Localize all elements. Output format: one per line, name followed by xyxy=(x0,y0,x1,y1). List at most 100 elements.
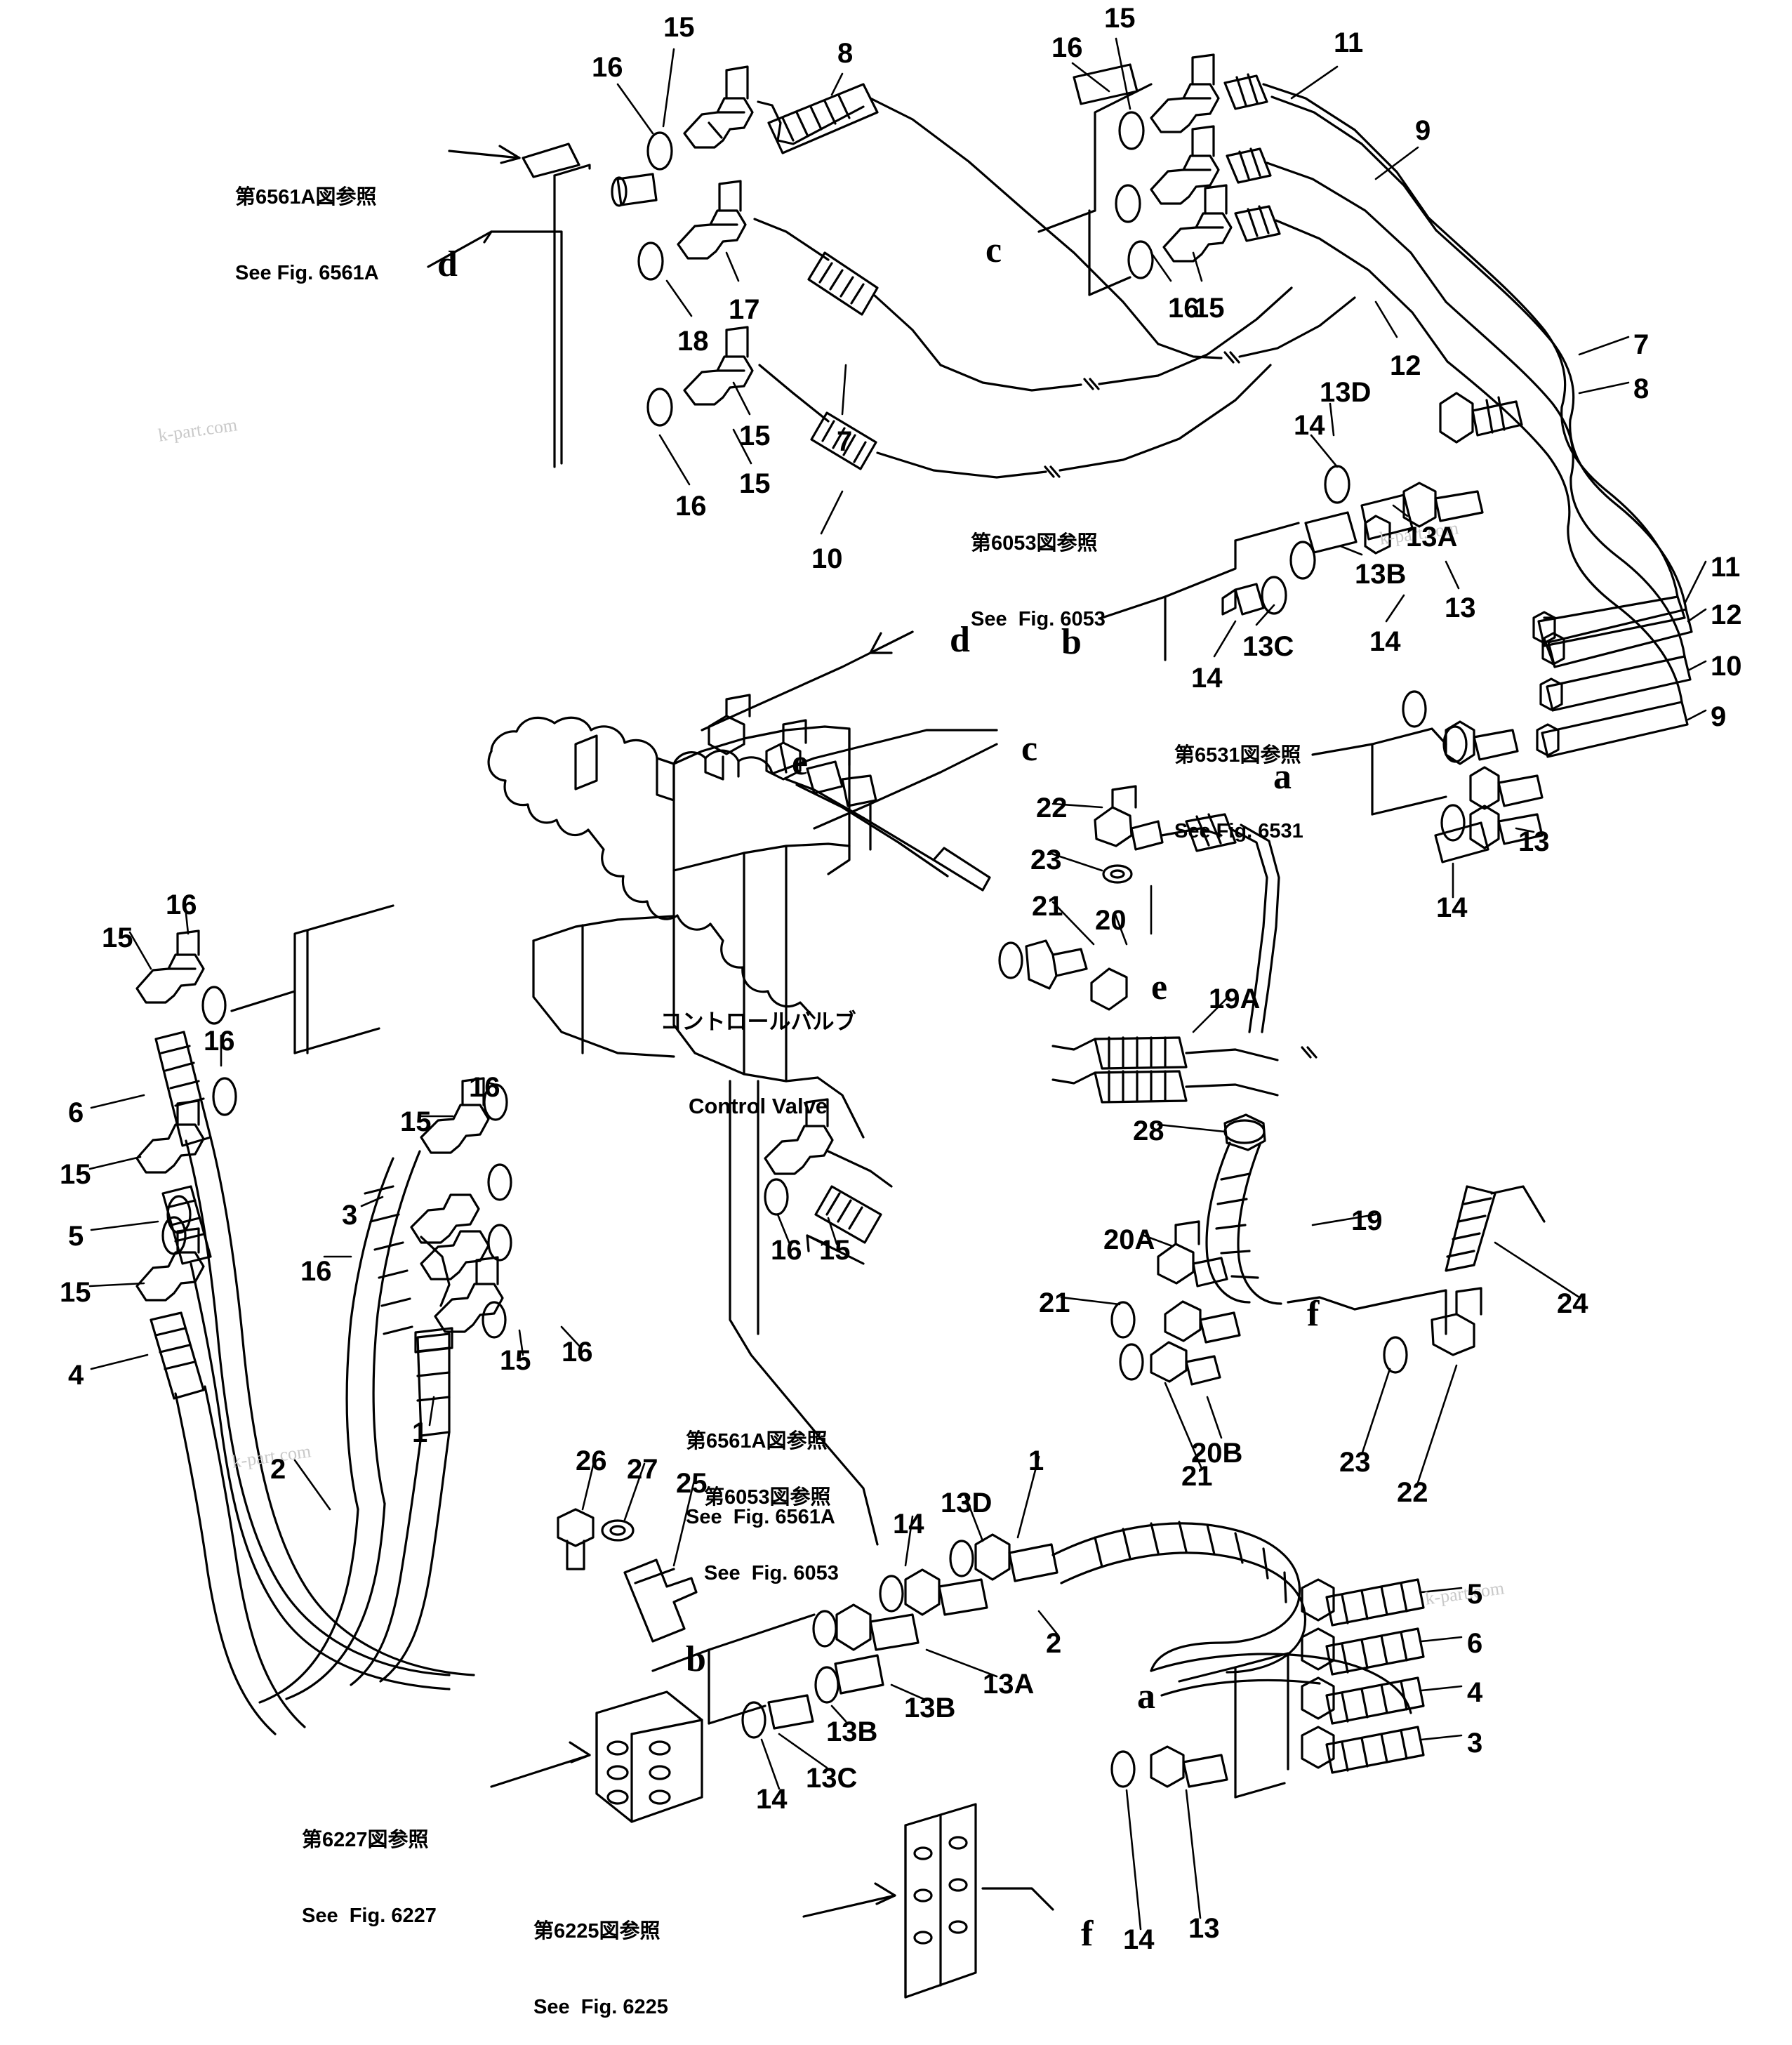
callout-15: 15 xyxy=(60,1159,91,1190)
figure-ref-6561a-mid: 第6561A図参照 See Fig. 6561A xyxy=(686,1377,835,1581)
callout-15: 15 xyxy=(739,421,771,451)
callout-25: 25 xyxy=(676,1468,708,1499)
callout-d: d xyxy=(950,620,970,660)
callout-14: 14 xyxy=(1123,1924,1155,1955)
callout-21: 21 xyxy=(1039,1288,1070,1318)
figure-ref-6531: 第6531図参照 See Fig. 6531 xyxy=(1174,691,1303,895)
figure-ref-6227: 第6227図参照 See Fig. 6227 xyxy=(302,1776,437,1980)
callout-12: 12 xyxy=(1390,350,1421,381)
callout-16: 16 xyxy=(592,52,623,83)
callout-15: 15 xyxy=(663,12,695,43)
figure-ref-en: See Fig. 6053 xyxy=(704,1562,839,1585)
callout-19: 19 xyxy=(1351,1205,1383,1236)
callout-1: 1 xyxy=(1028,1445,1044,1476)
figure-ref-6561a-top: 第6561A図参照 See Fig. 6561A xyxy=(235,133,379,337)
callout-13: 13 xyxy=(1518,826,1550,857)
callout-15: 15 xyxy=(739,468,771,499)
callout-16: 16 xyxy=(469,1072,500,1103)
callout-b: b xyxy=(686,1639,706,1679)
callout-16: 16 xyxy=(204,1026,235,1057)
callout-13d: 13D xyxy=(941,1488,993,1518)
callout-27: 27 xyxy=(627,1454,658,1485)
callout-13a: 13A xyxy=(1406,522,1458,552)
callout-14: 14 xyxy=(756,1784,788,1815)
callout-13b: 13B xyxy=(826,1716,878,1747)
figure-ref-en: See Fig. 6053 xyxy=(971,608,1106,631)
callout-11: 11 xyxy=(1334,27,1364,58)
callout-19a: 19A xyxy=(1209,984,1261,1014)
callout-24: 24 xyxy=(1557,1288,1588,1319)
callout-15: 15 xyxy=(60,1277,91,1308)
callout-15: 15 xyxy=(1193,293,1225,324)
callout-f: f xyxy=(1307,1294,1320,1334)
callout-10: 10 xyxy=(1711,651,1742,682)
callout-13: 13 xyxy=(1445,593,1476,623)
callout-22: 22 xyxy=(1397,1477,1428,1508)
figure-ref-6225: 第6225図参照 See Fig. 6225 xyxy=(533,1867,668,2045)
callout-7: 7 xyxy=(837,426,853,457)
figure-ref-6053-top: 第6053図参照 See Fig. 6053 xyxy=(971,479,1106,683)
callout-8: 8 xyxy=(837,38,854,69)
callout-20b: 20B xyxy=(1191,1438,1243,1469)
callout-13: 13 xyxy=(1188,1913,1220,1944)
callout-a: a xyxy=(1137,1676,1155,1716)
callout-14: 14 xyxy=(1294,410,1325,441)
callout-10: 10 xyxy=(811,543,843,574)
callout-21: 21 xyxy=(1181,1461,1213,1492)
callout-13d: 13D xyxy=(1320,377,1372,408)
control-valve-label-en: Control Valve xyxy=(688,1094,828,1119)
callout-6: 6 xyxy=(68,1097,84,1128)
callout-20a: 20A xyxy=(1103,1224,1155,1255)
callout-16: 16 xyxy=(1168,293,1200,324)
callout-13c: 13C xyxy=(1242,631,1294,662)
callout-12: 12 xyxy=(1711,600,1742,630)
control-valve-label: コントロールバルブ Control Valve xyxy=(653,951,863,1177)
callout-1: 1 xyxy=(412,1417,428,1448)
callout-14: 14 xyxy=(1191,663,1223,694)
callout-5: 5 xyxy=(1467,1579,1483,1610)
callout-3: 3 xyxy=(342,1200,358,1231)
callout-26: 26 xyxy=(576,1445,607,1476)
callout-14: 14 xyxy=(893,1509,924,1540)
figure-ref-en: See Fig. 6531 xyxy=(1174,820,1303,843)
callout-e: e xyxy=(792,743,809,783)
figure-ref-jp: 第6225図参照 xyxy=(533,1919,661,1943)
callout-13c: 13C xyxy=(806,1763,858,1794)
callout-14: 14 xyxy=(1369,626,1401,657)
callout-16: 16 xyxy=(675,491,707,522)
callout-c: c xyxy=(1021,729,1038,769)
callout-20: 20 xyxy=(1095,905,1127,936)
callout-6: 6 xyxy=(1467,1628,1483,1659)
callout-11: 11 xyxy=(1711,552,1741,583)
callout-21: 21 xyxy=(1032,891,1063,922)
callout-23: 23 xyxy=(1339,1447,1371,1478)
callout-18: 18 xyxy=(677,326,709,357)
callout-15: 15 xyxy=(500,1345,531,1376)
callout-c: c xyxy=(985,230,1002,270)
callout-15: 15 xyxy=(1104,3,1136,34)
callout-9: 9 xyxy=(1711,701,1727,732)
callout-3: 3 xyxy=(1467,1728,1483,1759)
figure-ref-jp: 第6053図参照 xyxy=(971,531,1098,555)
figure-ref-jp: 第6053図参照 xyxy=(704,1485,831,1509)
callout-28: 28 xyxy=(1133,1116,1164,1146)
figure-ref-jp: 第6531図参照 xyxy=(1174,743,1301,767)
callout-16: 16 xyxy=(562,1337,593,1368)
callout-17: 17 xyxy=(729,294,760,325)
callout-16: 16 xyxy=(771,1235,802,1266)
figure-ref-en: See Fig. 6561A xyxy=(686,1506,835,1529)
callout-16: 16 xyxy=(300,1256,332,1287)
figure-ref-jp: 第6561A図参照 xyxy=(686,1429,828,1452)
figure-ref-en: See Fig. 6227 xyxy=(302,1905,437,1928)
callout-16: 16 xyxy=(166,889,197,920)
callout-b: b xyxy=(1061,622,1082,662)
callout-4: 4 xyxy=(68,1360,84,1391)
callout-15: 15 xyxy=(102,922,133,953)
callout-13a: 13A xyxy=(983,1669,1035,1700)
callout-22: 22 xyxy=(1036,793,1068,823)
callout-5: 5 xyxy=(68,1221,84,1252)
callout-4: 4 xyxy=(1467,1677,1483,1708)
callout-d: d xyxy=(437,244,458,284)
